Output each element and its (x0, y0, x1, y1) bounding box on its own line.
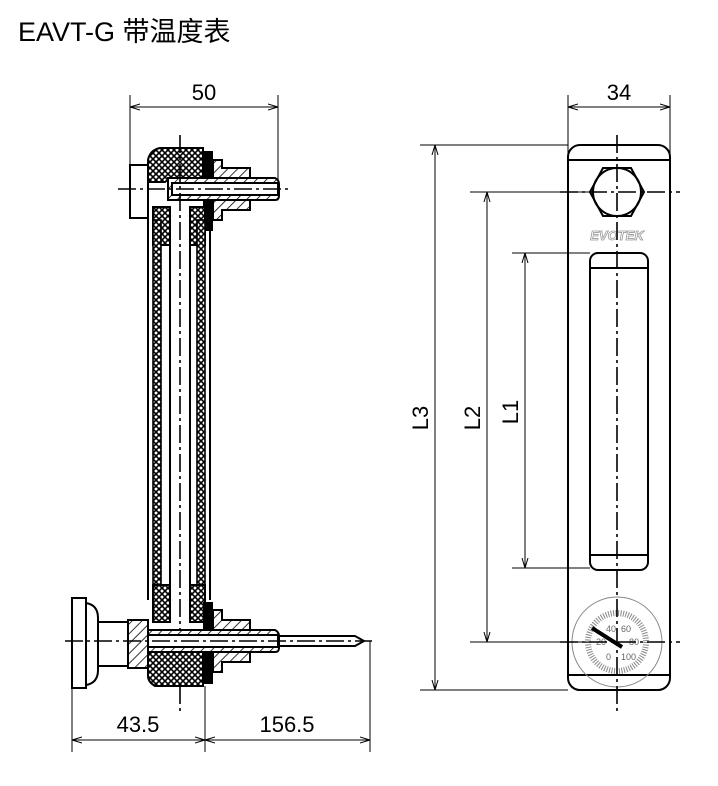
dimension-label-L3: L3 (408, 406, 433, 430)
side-view: 50 (65, 80, 372, 752)
dimension-L1: L1 (498, 252, 590, 569)
gauge-label-60: 60 (621, 624, 631, 634)
dimension-label-34: 34 (607, 80, 631, 105)
dimension-label-L2: L2 (460, 406, 485, 430)
gauge-label-0: 0 (606, 652, 611, 662)
dimension-34: 34 (567, 80, 671, 160)
dimension-L2: L2 (460, 191, 590, 643)
dimension-label-156-5: 156.5 (259, 712, 314, 737)
gauge-label-40: 40 (606, 624, 616, 634)
bottom-fitting (65, 584, 372, 689)
dimension-43-5: 43.5 (71, 686, 206, 752)
sight-window (589, 252, 649, 571)
dimension-label-L1: L1 (498, 400, 523, 424)
front-view: 34 EVOTEK 0 20 40 60 80 100 (408, 80, 680, 715)
dimension-50: 50 (129, 80, 279, 180)
mounting-plate (567, 144, 671, 691)
gauge-label-100: 100 (621, 652, 636, 662)
dimension-label-43-5: 43.5 (117, 712, 160, 737)
drawing-title: EAVT-G 带温度表 (18, 17, 231, 47)
dimension-L3: L3 (408, 144, 568, 691)
sight-glass-column (147, 135, 211, 715)
dimension-156-5: 156.5 (205, 641, 371, 752)
dimension-label-50: 50 (192, 80, 216, 105)
